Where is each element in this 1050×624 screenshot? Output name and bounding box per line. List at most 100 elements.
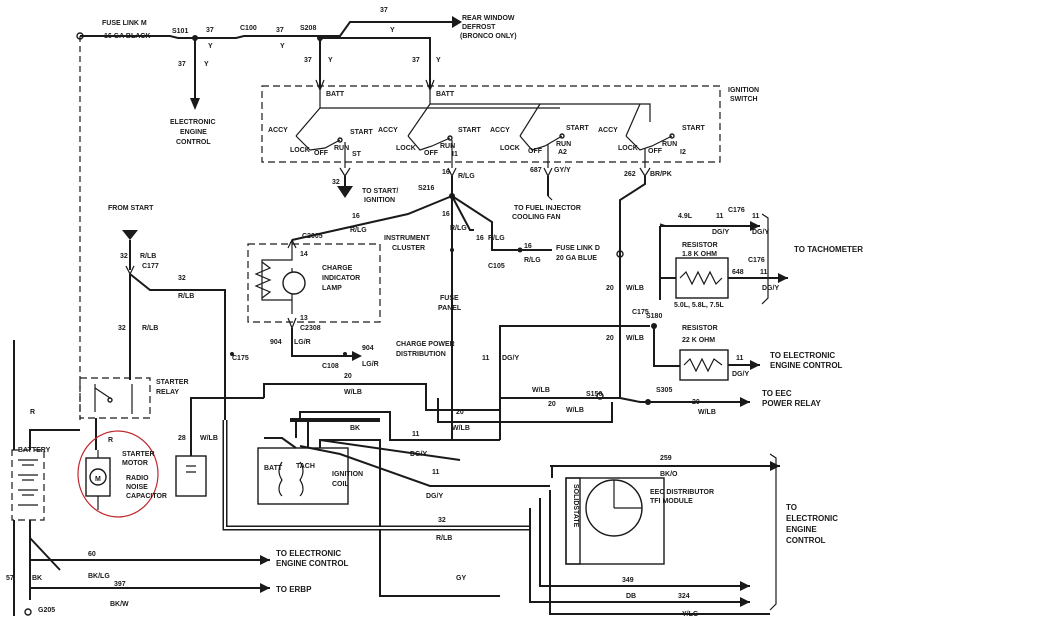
label-fuse-gauge: 16 GA BLACK — [104, 33, 150, 40]
label-eec: ENGINE — [180, 129, 207, 136]
label-dgy: DG/Y — [762, 285, 779, 292]
label-wlb: W/LB — [532, 387, 550, 394]
label-rlg: R/LG — [350, 227, 367, 234]
label-w37: 37 — [276, 27, 284, 34]
label-lgr: LG/R — [362, 361, 379, 368]
label-eec: CONTROL — [176, 139, 211, 146]
label-fuel-injector: COOLING FAN — [512, 214, 561, 221]
label-s150: S150 — [586, 391, 602, 398]
label-w57: 57 — [6, 575, 14, 582]
label-to-eec-b: TO ELECTRONIC — [276, 549, 341, 558]
label-c2308: C2308 — [300, 325, 321, 332]
label-w20: 20 — [692, 399, 700, 406]
label-color: Y — [208, 43, 213, 50]
label-st: ST — [352, 151, 362, 158]
label-bklg: BK/LG — [88, 573, 110, 580]
label-r: R — [108, 437, 113, 444]
label-w14: 14 — [300, 251, 308, 258]
label-fuse-link-m: FUSE LINK M — [102, 20, 147, 27]
label-w20: 20 — [344, 373, 352, 380]
label-to-eec-c: ENGINE — [786, 525, 817, 534]
ignition-switch — [261, 85, 721, 168]
label-w32: 32 — [118, 325, 126, 332]
label-i1: I1 — [452, 151, 458, 158]
label-c100: C100 — [240, 25, 257, 32]
label-w20: 20 — [606, 335, 614, 342]
label-w11: 11 — [716, 213, 724, 220]
label-w904: 904 — [270, 339, 282, 346]
label-c176: C176 — [748, 257, 765, 264]
label-w648: 648 — [732, 269, 744, 276]
label-resistor-a: 1.8 K OHM — [682, 251, 717, 258]
label-to-eec: TO ELECTRONIC — [770, 351, 835, 360]
label-to-eec: ENGINE CONTROL — [770, 361, 843, 370]
label-w16: 16 — [524, 243, 532, 250]
label-rear-window: (BRONCO ONLY) — [460, 33, 517, 40]
label-w13: 13 — [300, 315, 308, 322]
label-eec-tfi: TFI MODULE — [650, 498, 693, 505]
label-instrument-cluster: INSTRUMENT — [384, 235, 431, 242]
label-w20: 20 — [548, 401, 556, 408]
label-w904: 904 — [362, 345, 374, 352]
label-wlb: W/LB — [200, 435, 218, 442]
label-c177: C177 — [142, 263, 159, 270]
label-wlb: W/LB — [698, 409, 716, 416]
label-to-eec-b: ENGINE CONTROL — [276, 559, 349, 568]
label-rlb: R/LB — [140, 253, 156, 260]
label-w259: 259 — [660, 455, 672, 462]
label-fuse-panel: FUSE — [440, 295, 459, 302]
label-wlb: W/LB — [626, 285, 644, 292]
label-w262: 262 — [624, 171, 636, 178]
label-s216: S216 — [418, 185, 434, 192]
label-c176: C176 — [728, 207, 745, 214]
label-w37: 37 — [304, 57, 312, 64]
label-charge-lamp: CHARGE — [322, 265, 353, 272]
label-to-eec-c: CONTROL — [786, 536, 826, 545]
label-w11: 11 — [482, 355, 490, 362]
label-r: R — [30, 409, 35, 416]
label-w20: 20 — [456, 409, 464, 416]
label-ignition-coil: IGNITION — [332, 471, 363, 478]
label-dgy: DG/Y — [426, 493, 443, 500]
label-dgy: DG/Y — [732, 371, 749, 378]
label-solid-state: SOLIDSTATE — [572, 484, 579, 528]
label-starter-motor: MOTOR — [122, 460, 148, 467]
label-s180: S180 — [646, 313, 662, 320]
label-rlb: R/LB — [178, 293, 194, 300]
tach-branch — [620, 213, 788, 381]
label-w32: 32 — [332, 179, 340, 186]
label-start: START — [566, 125, 590, 132]
label-off: OFF — [314, 150, 329, 157]
label-capacitor: CAPACITOR — [126, 493, 167, 500]
bottom-outputs — [13, 537, 270, 616]
label-w324: 324 — [678, 593, 690, 600]
switch-outputs — [291, 167, 651, 440]
label-w11: 11 — [412, 431, 420, 438]
label-w16: 16 — [352, 213, 360, 220]
label-db: DB — [626, 593, 636, 600]
label-accy: ACCY — [598, 127, 618, 134]
label-lock: LOCK — [396, 145, 416, 152]
label-eec: ELECTRONIC — [170, 119, 216, 126]
junction-dots — [230, 248, 454, 356]
label-starter-relay: STARTER — [156, 379, 189, 386]
label-w37: 37 — [178, 61, 186, 68]
label-capacitor: RADIO — [126, 475, 149, 482]
label-rear-window: REAR WINDOW — [462, 15, 515, 22]
label-color: Y — [390, 27, 395, 34]
label-rear-window: DEFROST — [462, 24, 496, 31]
label-c175: C175 — [632, 309, 649, 316]
label-w16: 16 — [442, 211, 450, 218]
label-batt: BATT — [326, 91, 345, 98]
label-instrument-cluster: CLUSTER — [392, 245, 425, 252]
label-w16: 16 — [476, 235, 484, 242]
label-w11: 11 — [760, 269, 768, 276]
label-color: Y — [204, 61, 209, 68]
label-starter-relay: RELAY — [156, 389, 179, 396]
label-lgr: LG/R — [294, 339, 311, 346]
labels: FUSE LINK M 16 GA BLACK S101 37 Y C100 3… — [6, 7, 863, 618]
label-accy: ACCY — [268, 127, 288, 134]
label-wlb: W/LB — [344, 389, 362, 396]
